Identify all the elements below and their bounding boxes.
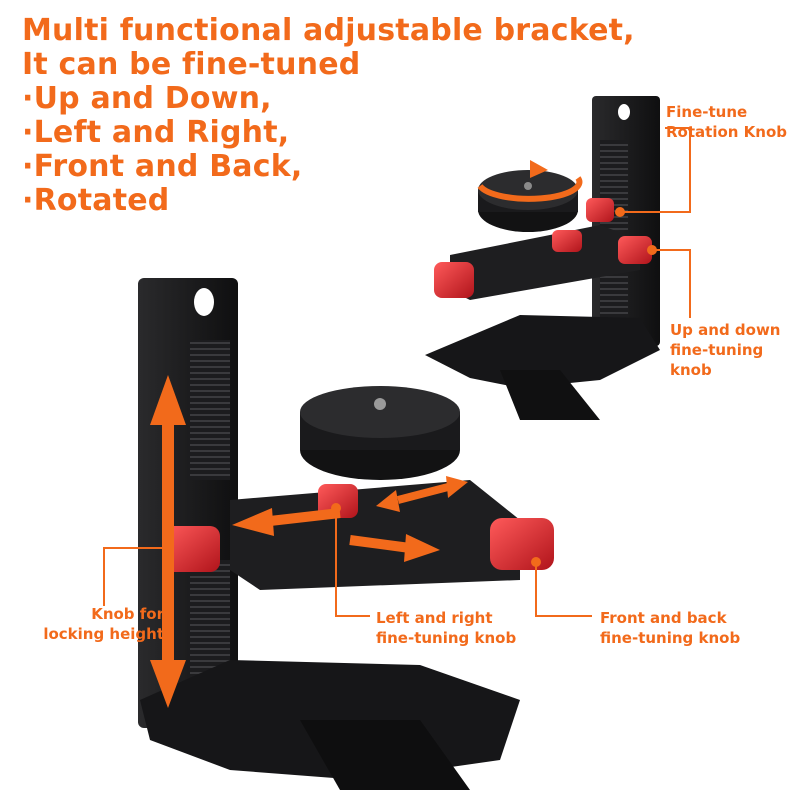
small-hanging-hole bbox=[618, 104, 630, 120]
large-arm bbox=[230, 480, 520, 590]
headline-line-5: ·Front and Back, bbox=[22, 149, 303, 184]
arrow-right-shaft bbox=[349, 535, 411, 553]
rotation-arrow bbox=[477, 176, 583, 202]
large-bracket bbox=[103, 278, 592, 790]
headline-line-3: ·Up and Down, bbox=[22, 81, 272, 116]
small-rotation-knob bbox=[586, 198, 614, 222]
callout-locking-line-1: Knob for bbox=[91, 605, 164, 623]
headline-line-2: It can be fine-tuned bbox=[22, 47, 361, 82]
arrow-diagonal-shaft bbox=[396, 483, 450, 504]
leader-dot-up-down bbox=[647, 245, 657, 255]
small-clamp bbox=[500, 370, 600, 420]
large-rib-panel-top bbox=[190, 340, 230, 480]
callout-rotation-line-1: Fine-tune bbox=[666, 103, 748, 121]
leader-rotation bbox=[620, 127, 691, 213]
large-platform-top bbox=[300, 386, 460, 438]
leader-locking bbox=[103, 547, 168, 606]
small-front-back-knob bbox=[434, 262, 474, 298]
arrow-right-head bbox=[404, 534, 440, 562]
large-clamp bbox=[300, 720, 470, 790]
leader-dot-front-back bbox=[531, 557, 541, 567]
large-front-back-knob bbox=[490, 518, 554, 570]
callout-rotation-knob: Fine-tune Rotation Knob bbox=[666, 102, 787, 142]
arrow-up-head bbox=[150, 375, 186, 425]
small-arm bbox=[450, 225, 640, 300]
headline-line-4: ·Left and Right, bbox=[22, 115, 290, 150]
headline-line-6: ·Rotated bbox=[22, 183, 170, 218]
arrow-down-head bbox=[150, 660, 186, 708]
callout-up-down-line-3: knob bbox=[670, 361, 712, 379]
callout-up-down-line-1: Up and down bbox=[670, 321, 781, 339]
large-locking-knob bbox=[164, 526, 220, 572]
small-bracket bbox=[425, 96, 691, 420]
small-base bbox=[425, 315, 660, 388]
small-up-down-knob bbox=[618, 236, 652, 264]
rotation-arrow-head bbox=[530, 160, 548, 178]
callout-locking-height: Knob for locking height bbox=[6, 604, 164, 644]
arrow-left-shaft bbox=[269, 508, 341, 526]
leader-dot-rotation bbox=[615, 207, 625, 217]
large-screw bbox=[374, 398, 386, 410]
arrow-left-head bbox=[232, 508, 274, 536]
headline: Multi functional adjustable bracket, It … bbox=[22, 14, 635, 218]
callout-up-down-line-2: fine-tuning bbox=[670, 341, 764, 359]
small-left-right-knob bbox=[552, 230, 582, 252]
leader-left-right bbox=[335, 508, 370, 617]
callout-up-down: Up and down fine-tuning knob bbox=[670, 320, 780, 380]
leader-dot-left-right bbox=[331, 503, 341, 513]
arrow-diagonal-back-head bbox=[376, 490, 400, 512]
callout-left-right-line-2: fine-tuning knob bbox=[376, 629, 517, 647]
leader-front-back bbox=[535, 562, 592, 617]
callout-locking-line-2: locking height bbox=[43, 625, 164, 643]
small-screw bbox=[524, 182, 532, 190]
callout-left-right: Left and right fine-tuning knob bbox=[376, 608, 516, 648]
callout-front-back: Front and back fine-tuning knob bbox=[600, 608, 740, 648]
arrow-diagonal-front-head bbox=[446, 476, 468, 498]
callout-front-back-line-1: Front and back bbox=[600, 609, 727, 627]
callout-front-back-line-2: fine-tuning knob bbox=[600, 629, 741, 647]
leader-up-down bbox=[652, 249, 691, 318]
leader-dot-locking bbox=[163, 543, 173, 553]
callout-rotation-line-2: Rotation Knob bbox=[666, 123, 788, 141]
large-hanging-hole bbox=[194, 288, 214, 316]
headline-line-1: Multi functional adjustable bracket, bbox=[22, 13, 635, 48]
callout-left-right-line-1: Left and right bbox=[376, 609, 493, 627]
